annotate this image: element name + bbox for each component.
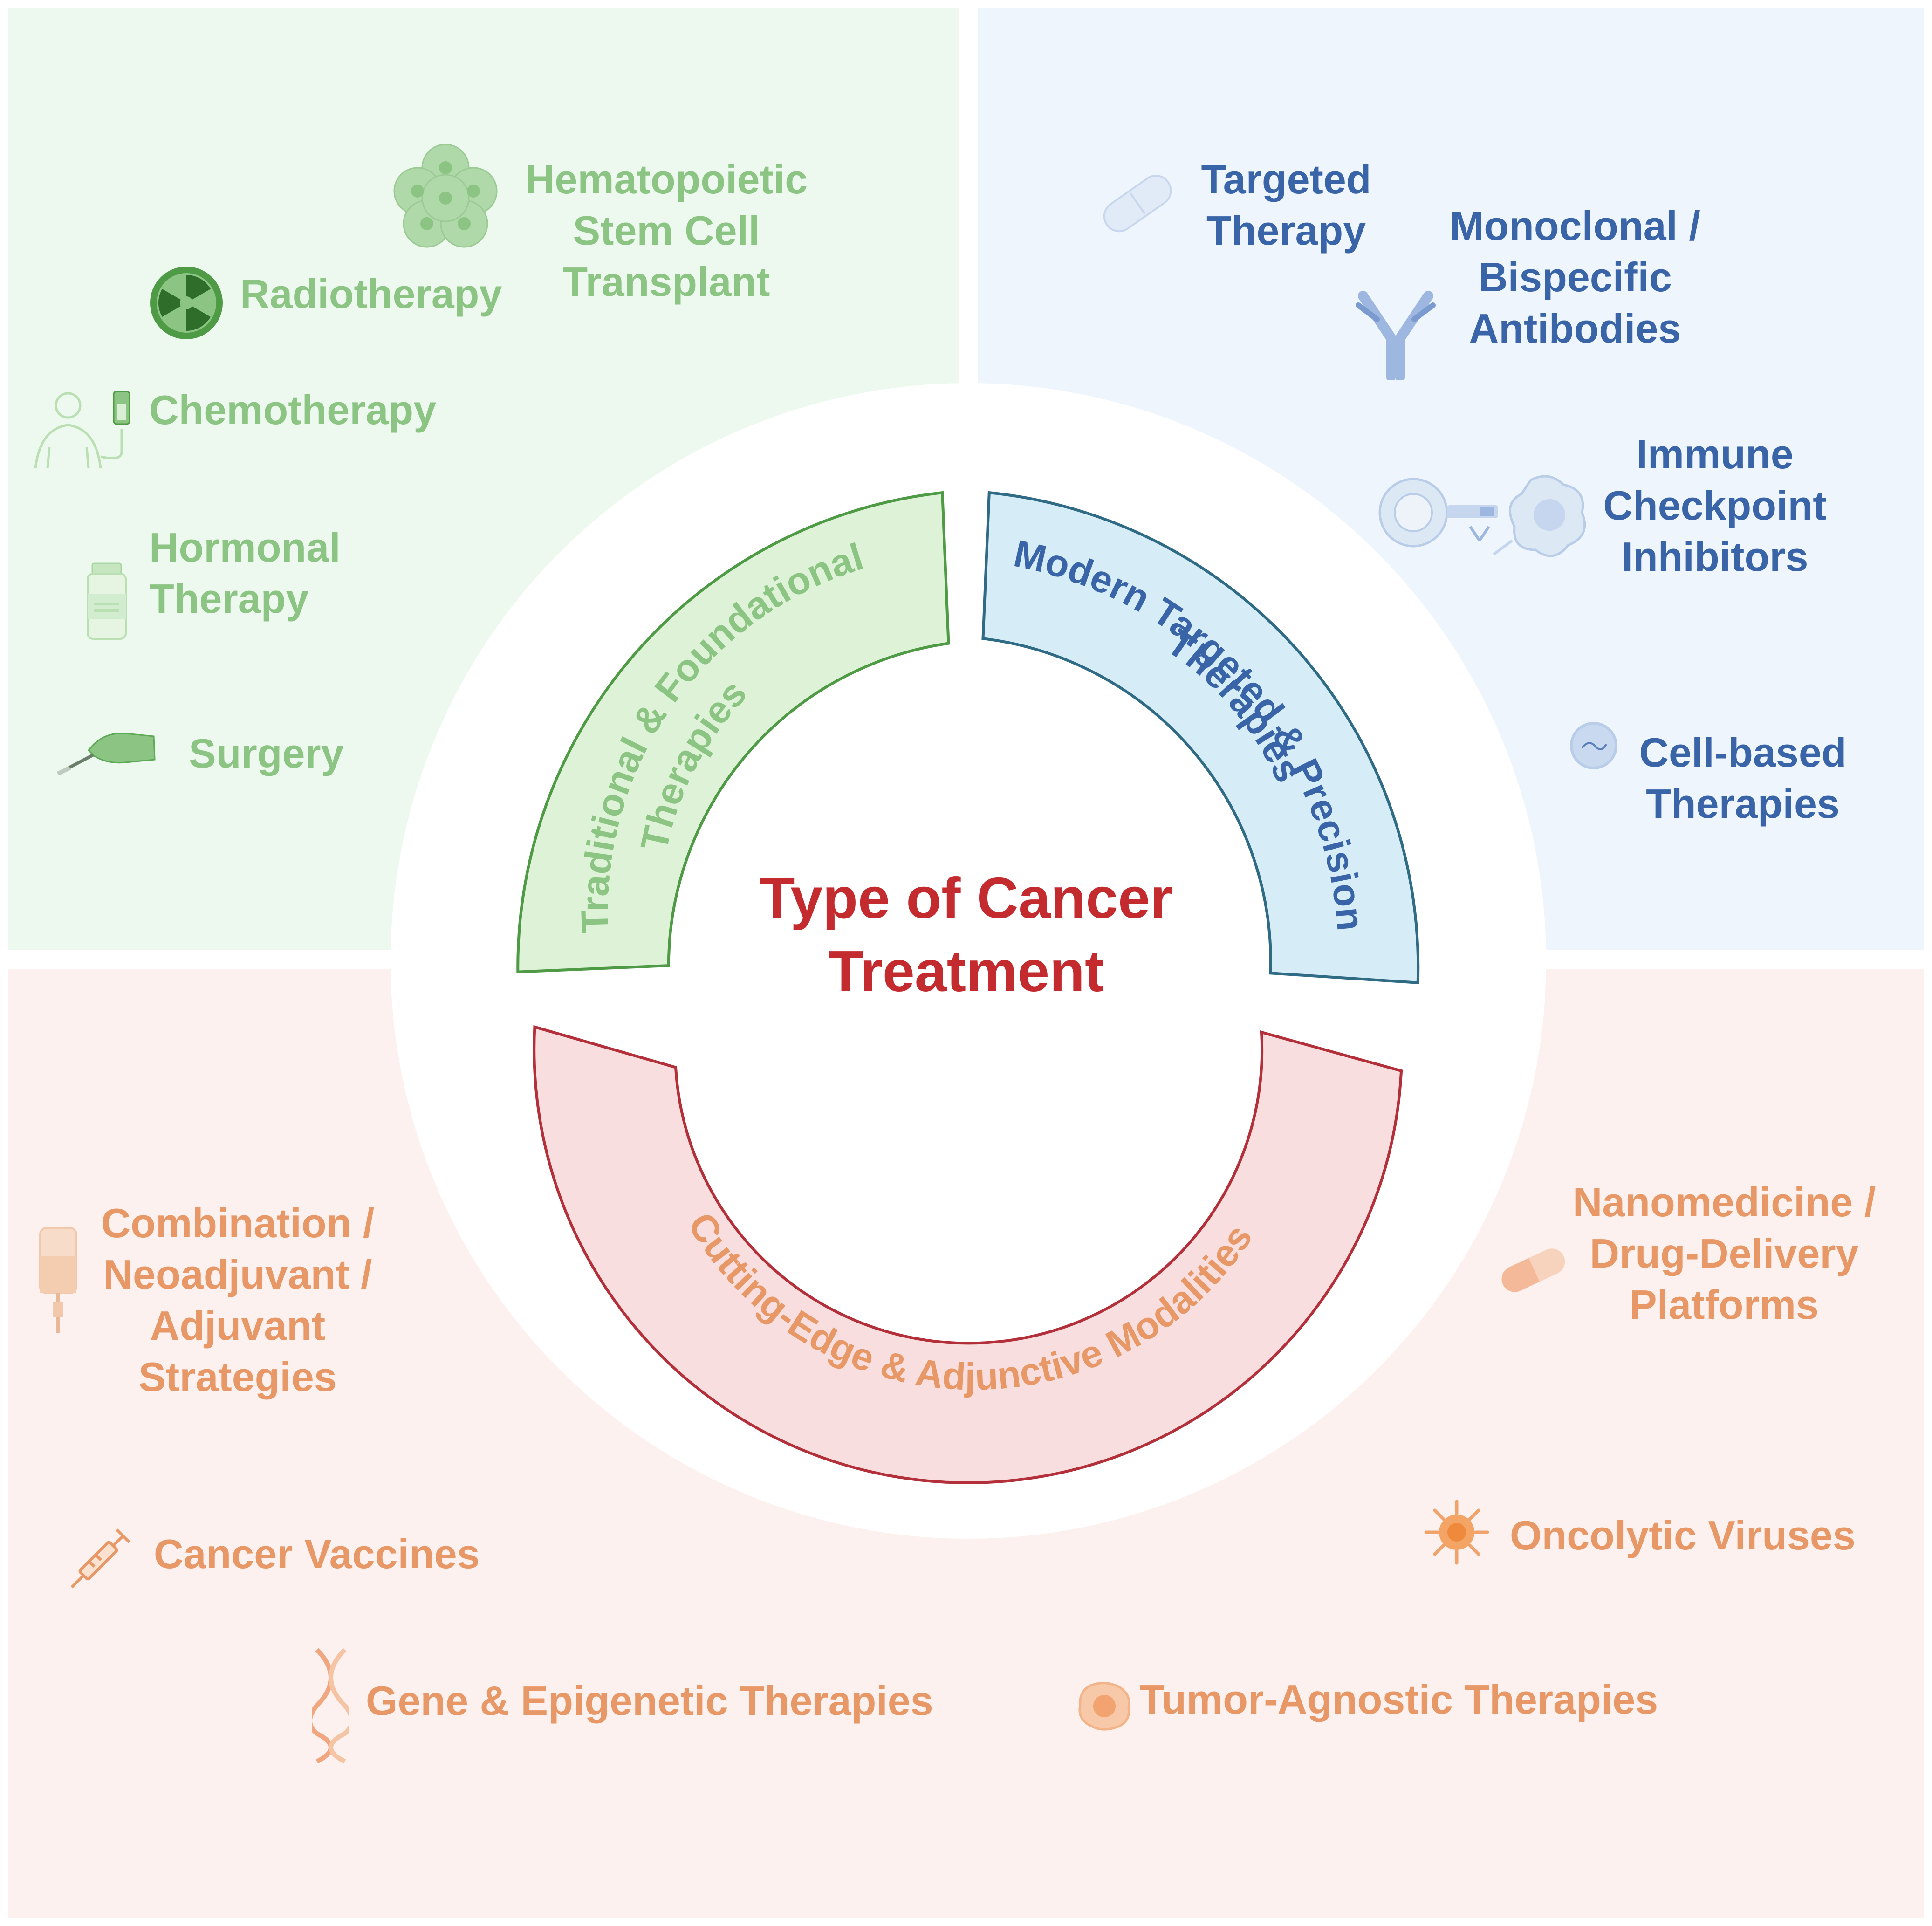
gene-epigenetic-therapies-label: Gene & Epigenetic Therapies — [366, 1678, 933, 1724]
capsule-icon — [1501, 1248, 1565, 1292]
medicine-bottle-icon — [87, 562, 127, 640]
targeted-therapy-label: Targeted Therapy — [1201, 156, 1371, 254]
cutting-edge-ring-segment — [533, 1025, 1403, 1484]
oncolytic-viruses-label: Oncolytic Viruses — [1510, 1512, 1856, 1558]
combination-neoadjuvant-adjuvant-strategies-label: Combination / Neoadjuvant / Adjuvant Str… — [101, 1200, 375, 1400]
patient-iv-drip-icon — [34, 391, 130, 469]
antibody-icon — [1356, 291, 1436, 380]
cell-based-therapies-label: Cell-based Therapies — [1639, 729, 1847, 827]
immune-cell-interaction-icon — [1378, 475, 1586, 557]
center-title-line-2: Treatment — [828, 939, 1104, 1004]
chemotherapy-label: Chemotherapy — [149, 387, 437, 433]
stem-cell-cluster-icon — [393, 144, 498, 248]
radiotherapy-label: Radiotherapy — [240, 271, 502, 317]
radiation-icon — [150, 267, 223, 339]
scalpel-hand-icon — [57, 733, 156, 776]
hormonal-therapy-label: Hormonal Therapy — [149, 524, 341, 622]
traditional-ring-segment — [516, 491, 950, 973]
dna-helix-icon — [312, 1648, 349, 1764]
nanomedicine-drug-delivery-platforms-label: Nanomedicine / Drug-Delivery Platforms — [1572, 1179, 1876, 1328]
iv-bag-icon — [39, 1227, 77, 1333]
syringe-icon — [70, 1528, 130, 1589]
center-title-line-1: Type of Cancer — [760, 866, 1173, 931]
immune-checkpoint-inhibitors-label: Immune Checkpoint Inhibitors — [1603, 431, 1827, 580]
tumor-agnostic-therapies-label: Tumor-Agnostic Therapies — [1139, 1676, 1658, 1722]
monoclonal-bispecific-antibodies-label: Monoclonal / Bispecific Antibodies — [1450, 203, 1700, 351]
tumor-cell-icon — [1078, 1682, 1130, 1731]
cancer-vaccines-label: Cancer Vaccines — [154, 1531, 480, 1577]
cell-icon — [1570, 722, 1617, 769]
surgery-label: Surgery — [189, 730, 344, 776]
modern-ring-segment — [981, 491, 1420, 984]
virus-icon — [1424, 1500, 1489, 1565]
hematopoietic-stem-cell-transplant-label: Hematopoietic Stem Cell Transplant — [525, 156, 808, 305]
pill-tablet-icon — [1103, 175, 1172, 233]
